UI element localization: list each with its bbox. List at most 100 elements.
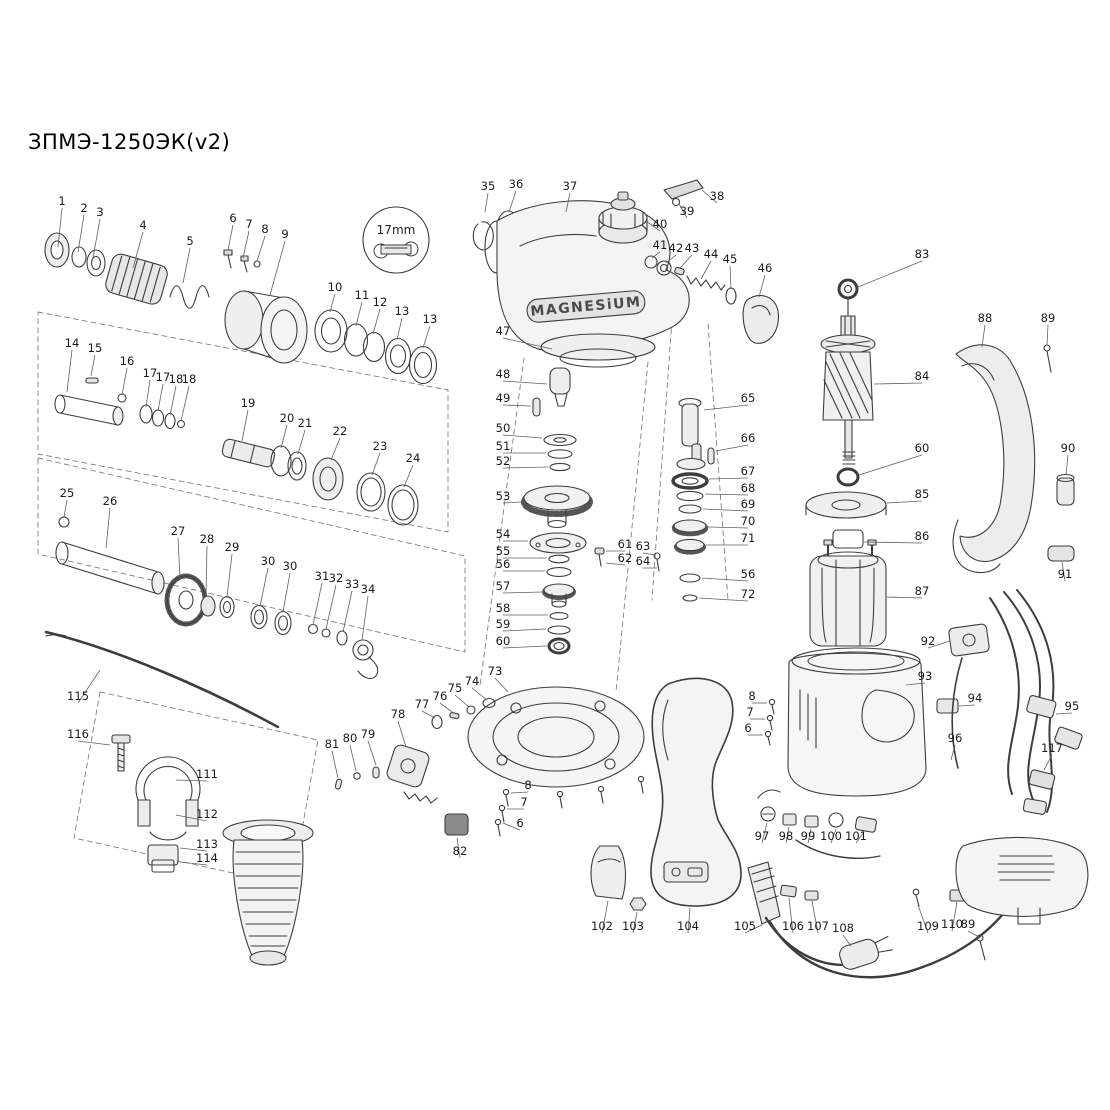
- part-label: 51: [496, 439, 511, 453]
- leader-line: [788, 897, 794, 934]
- leader-line: [842, 934, 852, 947]
- leader-line: [565, 192, 571, 213]
- leader-line: [502, 337, 553, 350]
- part-label: 73: [488, 664, 503, 678]
- leader-line: [63, 499, 68, 518]
- part-label: 57: [496, 579, 511, 593]
- part-label: 45: [723, 252, 738, 266]
- part-label: 48: [496, 367, 511, 381]
- part-label: 59: [496, 617, 511, 631]
- part-label: 99: [801, 829, 816, 843]
- part-label: 50: [496, 421, 511, 435]
- leader-line: [761, 822, 768, 844]
- part-label: 30: [283, 559, 298, 573]
- part-label: 46: [758, 261, 773, 275]
- part-label: 76: [433, 689, 448, 703]
- part-label: 103: [622, 919, 644, 933]
- part-label: 6: [516, 816, 523, 830]
- part-label: 55: [496, 544, 511, 558]
- leader-line: [227, 224, 234, 251]
- leader-line: [679, 254, 693, 269]
- part-label: 19: [241, 396, 256, 410]
- part-label: 7: [520, 795, 527, 809]
- leader-line: [175, 779, 208, 782]
- part-label: 94: [968, 691, 983, 705]
- part-label: 61: [618, 537, 633, 551]
- part-label: 79: [361, 727, 376, 741]
- part-label: 47: [496, 324, 511, 338]
- part-label: 29: [225, 540, 240, 554]
- part-label: 35: [481, 179, 496, 193]
- part-label: 80: [343, 731, 358, 745]
- part-label: 60: [496, 634, 511, 648]
- leader-line: [177, 537, 181, 579]
- leader-line: [678, 203, 688, 219]
- leader-line: [502, 501, 523, 504]
- wrench-size-label: 17mm: [377, 223, 416, 237]
- leader-line: [269, 240, 286, 296]
- leader-line: [403, 464, 414, 488]
- motor-housing-drawing: [764, 491, 927, 797]
- part-label: 17: [156, 370, 171, 384]
- leader-line: [502, 434, 543, 439]
- leader-line: [886, 500, 923, 504]
- spindle-assembly-drawing: [54, 377, 419, 526]
- leader-line: [367, 740, 377, 766]
- part-label: 8: [748, 689, 755, 703]
- part-label: 11: [355, 288, 370, 302]
- leader-line: [502, 628, 547, 632]
- leader-line: [1043, 754, 1053, 771]
- leader-line: [905, 682, 926, 686]
- part-label: 102: [591, 919, 613, 933]
- leader-line: [967, 930, 980, 938]
- leader-line: [502, 404, 532, 407]
- part-label: 104: [677, 919, 699, 933]
- part-label: 38: [710, 189, 725, 203]
- part-label: 34: [361, 582, 376, 596]
- leader-line: [242, 230, 250, 259]
- part-label: 2: [80, 201, 87, 215]
- part-label: 116: [67, 727, 89, 741]
- part-label: 8: [261, 222, 268, 236]
- part-label: 62: [618, 551, 633, 565]
- leader-line: [280, 424, 288, 449]
- part-label: 89: [961, 917, 976, 931]
- leader-line: [704, 493, 749, 496]
- part-label: 43: [685, 241, 700, 255]
- leader-line: [349, 744, 357, 772]
- part-label: 89: [1041, 311, 1056, 325]
- leader-line: [361, 595, 369, 641]
- part-label: 9: [281, 227, 288, 241]
- part-label: 106: [782, 919, 804, 933]
- part-label: 60: [915, 441, 930, 455]
- leader-line: [758, 274, 766, 298]
- leader-line: [179, 847, 208, 852]
- leader-line: [873, 382, 923, 385]
- leader-line: [157, 383, 164, 412]
- part-label: 90: [1061, 441, 1076, 455]
- part-label: 56: [741, 567, 756, 581]
- leader-line: [729, 265, 732, 290]
- leader-line: [256, 235, 266, 262]
- part-label: 107: [807, 919, 829, 933]
- leader-line: [510, 791, 529, 794]
- part-label: 17: [143, 366, 158, 380]
- part-label: 78: [391, 707, 406, 721]
- part-label: 6: [229, 211, 236, 225]
- part-label: 92: [921, 634, 936, 648]
- crank-cylinder-assembly-drawing: [55, 516, 379, 680]
- part-label: 82: [453, 844, 468, 858]
- part-label: 41: [653, 238, 668, 252]
- leader-line: [601, 900, 609, 934]
- part-label: 69: [741, 497, 756, 511]
- part-label: 108: [832, 921, 854, 935]
- part-label: 14: [65, 336, 80, 350]
- leader-line: [329, 293, 336, 313]
- part-label: 53: [496, 489, 511, 503]
- leader-line: [886, 596, 923, 599]
- part-label: 66: [741, 431, 756, 445]
- leader-line: [744, 924, 763, 934]
- part-label: 63: [636, 539, 651, 553]
- part-label: 115: [67, 689, 89, 703]
